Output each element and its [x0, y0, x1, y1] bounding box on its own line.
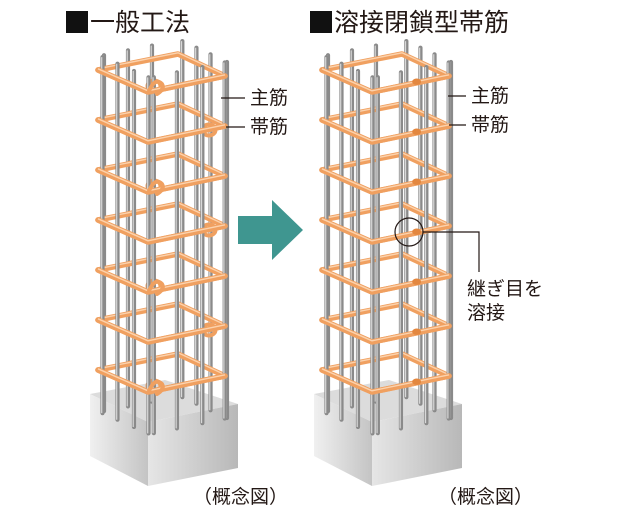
hoop-front-highlight-5 [321, 268, 450, 292]
hook-front-7 [147, 379, 165, 396]
black-square-icon [310, 11, 332, 33]
weld-joint-6 [412, 328, 422, 335]
hoop-front-6 [319, 317, 452, 345]
hoop-front-4 [95, 217, 228, 245]
base-right-face [372, 404, 462, 486]
base-right-face [148, 404, 238, 486]
right-title-text: 溶接閉鎖型帯筋 [334, 8, 510, 37]
left-title-text: 一般工法 [90, 8, 191, 37]
weld-joint-5 [412, 278, 422, 285]
label-hoop-left: 帯筋 [250, 116, 289, 138]
left-title: 一般工法 [66, 8, 190, 38]
hoop-front-2 [95, 117, 228, 145]
weld-joint-1 [412, 78, 422, 85]
right-title: 溶接閉鎖型帯筋 [310, 8, 509, 38]
hook-front-3 [147, 179, 165, 196]
label-hoop-right: 帯筋 [471, 114, 510, 136]
hoop-front-highlight-6 [97, 318, 226, 342]
hoop-front-5 [319, 267, 452, 295]
hoop-front-7 [319, 367, 452, 395]
right-column-illustration [314, 38, 462, 486]
caption-left: （概念図） [193, 486, 289, 508]
hoop-front-highlight-6 [321, 318, 450, 342]
hoop-front-highlight-3 [321, 168, 450, 192]
black-square-icon [66, 11, 88, 33]
label-main-bar-left: 主筋 [250, 87, 289, 109]
weld-joint-7 [412, 378, 422, 385]
caption-right: （概念図） [438, 486, 534, 508]
right-arrow-icon [238, 200, 303, 260]
label-main-bar-right: 主筋 [471, 85, 510, 107]
label-weld-note-line2: 溶接 [467, 302, 506, 324]
weld-joint-4 [412, 228, 422, 235]
hook-front-1 [147, 79, 165, 96]
hoop-front-2 [319, 117, 452, 145]
left-column-illustration [90, 38, 238, 486]
weld-joint-2 [412, 128, 422, 135]
hoop-front-highlight-4 [97, 218, 226, 242]
leader-weld [423, 231, 480, 272]
hoop-front-3 [319, 167, 452, 195]
hoop-front-highlight-7 [321, 368, 450, 392]
label-weld-note-line1: 継ぎ目を [467, 278, 544, 300]
hoop-front-1 [319, 67, 452, 95]
hoop-front-highlight-2 [321, 118, 450, 142]
hoop-front-highlight-2 [97, 118, 226, 142]
weld-joint-3 [412, 178, 422, 185]
hoop-front-highlight-1 [321, 68, 450, 92]
hook-front-5 [147, 279, 165, 296]
hoop-front-6 [95, 317, 228, 345]
